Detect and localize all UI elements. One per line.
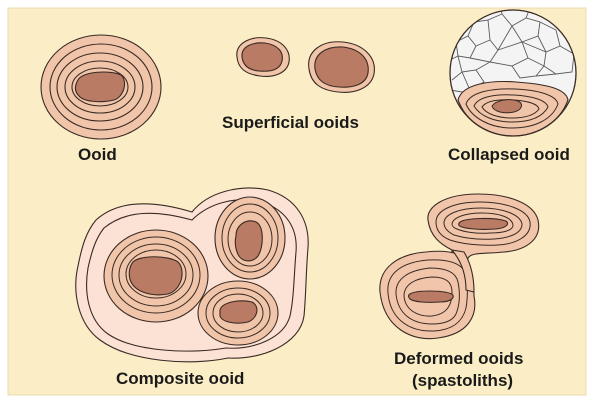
deformed-ooids-label: Deformed ooids — [394, 349, 523, 368]
superficial-ooid-nucleus — [315, 47, 368, 87]
composite-grain-nucleus — [235, 221, 262, 261]
composite-ooid-label: Composite ooid — [116, 369, 244, 388]
deformed-lower-nucleus — [409, 291, 454, 302]
superficial-ooids-label: Superficial ooids — [222, 113, 359, 132]
composite-ooid-figure — [76, 188, 308, 362]
superficial-ooid-nucleus — [242, 43, 282, 71]
ooid-figure — [41, 35, 161, 139]
ooid-nucleus — [76, 72, 125, 102]
spastoliths-label: (spastoliths) — [412, 371, 513, 390]
ooid-label: Ooid — [78, 145, 117, 164]
composite-grain-nucleus — [220, 301, 257, 323]
deformed-upper-nucleus — [459, 218, 508, 229]
collapsed-ooid-label: Collapsed ooid — [448, 145, 570, 164]
composite-grain-nucleus — [129, 257, 182, 295]
